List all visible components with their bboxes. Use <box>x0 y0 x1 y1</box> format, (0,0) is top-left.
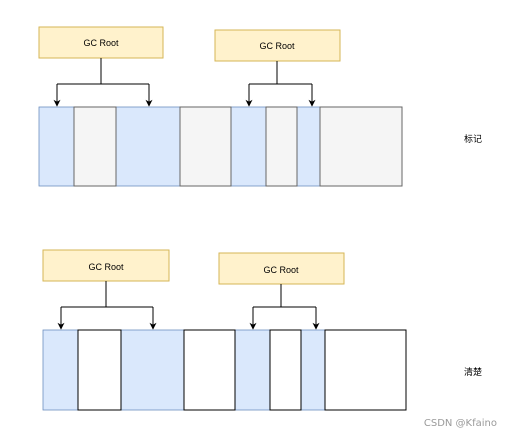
reachable-block <box>300 329 326 411</box>
reachable-block <box>38 106 75 187</box>
gc-root-box <box>218 252 345 285</box>
mark-gc-root-1: GC Root <box>38 26 164 59</box>
unreachable-block <box>73 106 117 187</box>
gc-root-box <box>42 249 170 282</box>
sweep-memory-row <box>42 329 407 411</box>
gc-root-label: GC Root <box>263 265 299 275</box>
sweep-gc-root-2: GC Root <box>218 252 345 285</box>
gc-root-label: GC Root <box>259 41 295 51</box>
gc-root-label: GC Root <box>88 262 124 272</box>
mark-phase-label: 标记 <box>464 133 482 145</box>
freed-block <box>269 329 302 411</box>
reachable-block <box>42 329 79 411</box>
mark-phase-diagram: GC Root GC Root <box>38 26 482 187</box>
reachable-block <box>230 106 267 187</box>
reachable-block <box>120 329 185 411</box>
sweep-phase-diagram: GC Root GC Root <box>42 249 482 411</box>
gc-root-box <box>214 29 341 62</box>
freed-block <box>324 329 407 411</box>
sweep-phase-label: 清楚 <box>464 366 482 378</box>
freed-block <box>77 329 122 411</box>
reachable-block <box>234 329 271 411</box>
mark-memory-row <box>38 106 403 187</box>
mark-gc-root-2: GC Root <box>214 29 341 62</box>
sweep-gc-root-1: GC Root <box>42 249 170 282</box>
watermark-text: CSDN @Kfaino <box>424 418 497 429</box>
gc-root-label: GC Root <box>83 38 119 48</box>
reachable-block <box>296 106 321 187</box>
reachable-block <box>115 106 181 187</box>
freed-block <box>183 329 236 411</box>
unreachable-block <box>179 106 232 187</box>
unreachable-block <box>319 106 403 187</box>
mark-reference-arrows <box>53 58 316 107</box>
gc-root-box <box>38 26 164 59</box>
unreachable-block <box>265 106 298 187</box>
sweep-reference-arrows <box>57 281 320 330</box>
